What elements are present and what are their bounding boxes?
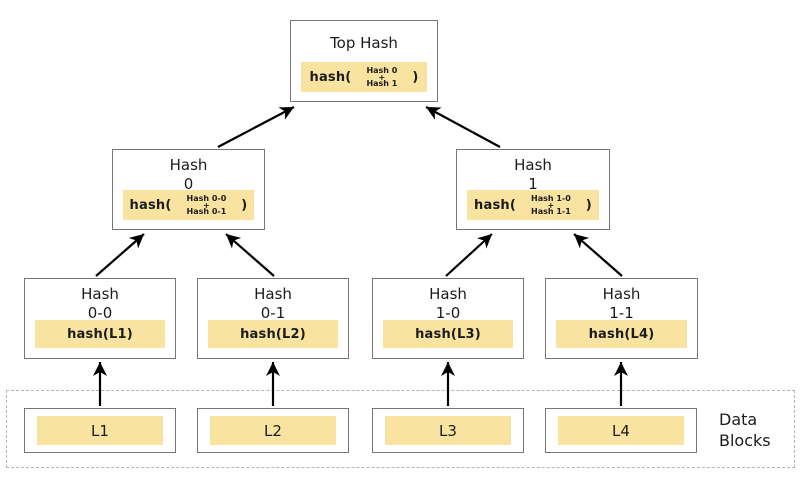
- arrow-hash00-to-hash0: [95, 233, 145, 277]
- node-hash-0-1: Hash 0-1 hash(L2): [197, 278, 349, 359]
- node-hash-0-1-title: Hash 0-1: [198, 285, 348, 323]
- data-block-label: L3: [439, 421, 457, 440]
- formula-args: Hash 1-0 + Hash 1-1: [531, 193, 571, 216]
- data-block-label: L1: [91, 421, 109, 440]
- data-block-fill: L2: [210, 416, 336, 445]
- node-top-hash-title: Top Hash: [330, 34, 398, 52]
- node-title-line1: Hash: [602, 285, 641, 303]
- node-hash-1-0-formula: hash(L3): [383, 320, 513, 348]
- data-block-fill: L4: [558, 416, 684, 445]
- arrow-hash11-to-hash1: [573, 233, 623, 277]
- formula-arg-top: Hash 1-0: [531, 193, 571, 203]
- formula-arg-bottom: Hash 0-1: [186, 206, 227, 216]
- node-title-line1: Hash: [169, 156, 208, 174]
- arrow-hash1-to-top: [425, 106, 501, 148]
- formula-arg-top: Hash 0-0: [186, 193, 227, 203]
- node-top-hash-formula: hash( Hash 0 + Hash 1 ): [301, 62, 427, 92]
- formula-prefix: hash(: [309, 69, 352, 85]
- node-title-line1: Hash: [429, 285, 467, 303]
- node-hash-1-0: Hash 1-0 hash(L3): [372, 278, 524, 359]
- formula-suffix: ): [585, 197, 592, 213]
- arrow-hash0-to-top: [217, 106, 295, 148]
- formula-args: Hash 0-0 + Hash 0-1: [186, 193, 227, 216]
- leaf-formula-text: hash(L3): [415, 326, 481, 342]
- arrow-hash10-to-hash1: [445, 233, 493, 277]
- formula-operator: +: [378, 72, 386, 82]
- node-title-line2: 0-0: [87, 304, 113, 322]
- node-hash-1-formula: hash( Hash 1-0 + Hash 1-1 ): [467, 190, 599, 220]
- leaf-formula-text: hash(L1): [67, 326, 133, 342]
- node-hash-0-title: Hash 0: [113, 156, 264, 194]
- formula-prefix: hash(: [129, 197, 172, 213]
- node-hash-1-0-title: Hash 1-0: [373, 285, 523, 323]
- data-blocks-label-line1: Data: [719, 410, 758, 429]
- node-hash-1: Hash 1 hash( Hash 1-0 + Hash 1-1 ): [456, 149, 610, 230]
- data-blocks-container: [6, 390, 795, 468]
- node-title-line1: Hash: [254, 285, 292, 303]
- node-hash-0-1-formula: hash(L2): [208, 320, 338, 348]
- node-title-line2: 1-0: [435, 304, 461, 322]
- data-block-l4: L4: [545, 408, 697, 453]
- node-hash-1-title: Hash 1: [457, 156, 609, 194]
- formula-args: Hash 0 + Hash 1: [366, 65, 398, 88]
- data-blocks-label-line2: Blocks: [719, 431, 771, 450]
- node-top-hash: Top Hash hash( Hash 0 + Hash 1 ): [290, 20, 438, 102]
- leaf-formula-text: hash(L4): [588, 326, 655, 342]
- node-hash-0-formula: hash( Hash 0-0 + Hash 0-1 ): [123, 190, 254, 220]
- formula-suffix: ): [241, 197, 248, 213]
- formula-operator: +: [203, 200, 210, 210]
- data-block-l1: L1: [24, 408, 176, 453]
- arrow-hash01-to-hash0: [225, 233, 275, 277]
- node-hash-0-0-title: Hash 0-0: [25, 285, 175, 323]
- data-block-label: L4: [612, 421, 630, 440]
- node-hash-1-1-formula: hash(L4): [556, 320, 687, 348]
- leaf-formula-text: hash(L2): [240, 326, 306, 342]
- data-block-label: L2: [264, 421, 282, 440]
- node-title-line1: Hash: [81, 285, 119, 303]
- formula-suffix: ): [412, 69, 419, 85]
- node-title-line2: 1-1: [609, 304, 634, 322]
- formula-arg-bottom: Hash 1: [366, 78, 398, 88]
- data-block-l3: L3: [372, 408, 524, 453]
- node-hash-0-0: Hash 0-0 hash(L1): [24, 278, 176, 359]
- node-title-line2: 0: [183, 175, 194, 193]
- node-hash-1-1-title: Hash 1-1: [546, 285, 697, 323]
- data-block-fill: L3: [385, 416, 511, 445]
- formula-operator: +: [547, 200, 555, 210]
- data-blocks-label: Data Blocks: [719, 409, 771, 451]
- node-title-line2: 0-1: [260, 304, 286, 322]
- node-title-line2: 1: [528, 175, 538, 193]
- node-hash-0-0-formula: hash(L1): [35, 320, 165, 348]
- formula-arg-top: Hash 0: [366, 65, 398, 75]
- node-hash-1-1: Hash 1-1 hash(L4): [545, 278, 698, 359]
- data-block-l2: L2: [197, 408, 349, 453]
- node-hash-0: Hash 0 hash( Hash 0-0 + Hash 0-1 ): [112, 149, 265, 230]
- data-block-fill: L1: [37, 416, 163, 445]
- node-title-line1: Hash: [514, 156, 552, 174]
- formula-prefix: hash(: [474, 197, 516, 213]
- formula-arg-bottom: Hash 1-1: [531, 206, 571, 216]
